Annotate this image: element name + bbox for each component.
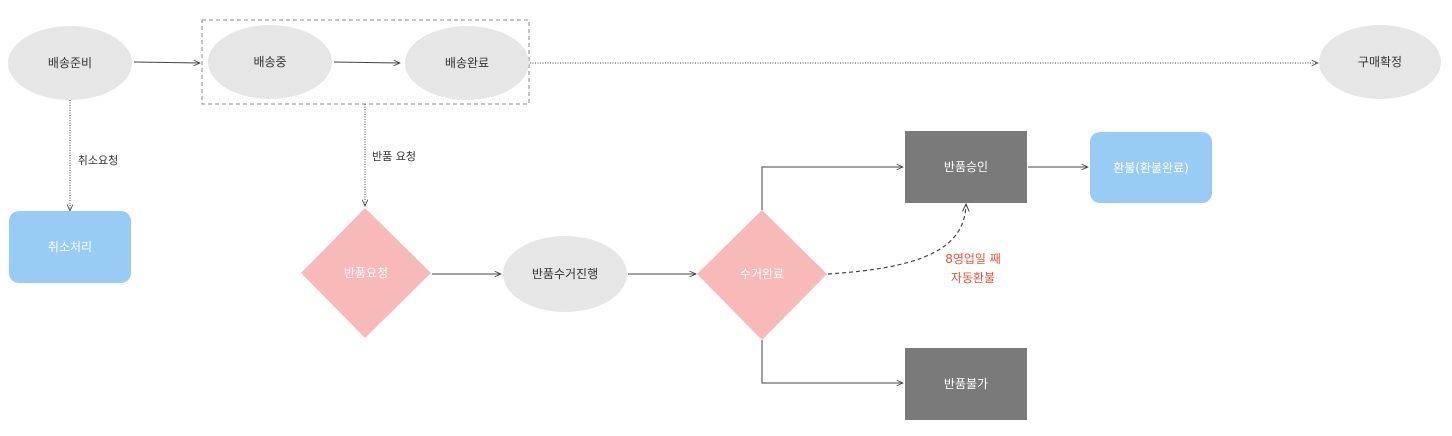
node-return-pickup-label: 반품수거진행 [532, 266, 598, 281]
node-return-approved: 반품승인 [905, 131, 1027, 203]
node-purchase-confirmed-label: 구매확정 [1358, 55, 1402, 69]
node-delivered-label: 배송완료 [445, 56, 489, 70]
node-refund: 환불(환불완료) [1090, 132, 1212, 203]
node-shipping: 배송중 [208, 25, 332, 99]
edge-label-cancel-request: 취소요청 [78, 154, 118, 167]
edge-label-auto-refund-line2: 자동환불 [951, 271, 995, 285]
edge-prep-to-shipping [133, 62, 200, 63]
edge-shipping-to-delivered [333, 62, 400, 63]
edge-label-return-request: 반품 요청 [372, 150, 416, 163]
node-return-request-label: 반품요청 [344, 266, 388, 280]
node-cancel-done-label: 취소처리 [48, 240, 92, 254]
node-shipping-prep-label: 배송준비 [48, 56, 92, 70]
edge-label-auto-refund-line1: 8영업일 째 [945, 252, 1001, 266]
edge-done-to-rejected [761, 340, 903, 383]
node-shipping-prep: 배송준비 [8, 26, 132, 100]
node-refund-label: 환불(환불완료) [1113, 161, 1189, 175]
node-return-rejected: 반품불가 [905, 348, 1027, 420]
node-return-approved-label: 반품승인 [944, 160, 988, 174]
node-pickup-done: 수거완료 [697, 210, 827, 340]
node-shipping-label: 배송중 [253, 55, 286, 69]
node-pickup-done-label: 수거완료 [740, 267, 784, 281]
node-return-pickup: 반품수거진행 [503, 236, 627, 312]
node-return-request: 반품요청 [301, 208, 431, 338]
node-cancel-done: 취소처리 [9, 211, 131, 283]
edge-auto-refund [827, 204, 966, 275]
node-return-rejected-label: 반품불가 [944, 377, 988, 391]
node-purchase-confirmed: 구매확정 [1319, 25, 1441, 99]
node-delivered: 배송완료 [405, 26, 529, 100]
edge-done-to-approved [761, 167, 903, 210]
